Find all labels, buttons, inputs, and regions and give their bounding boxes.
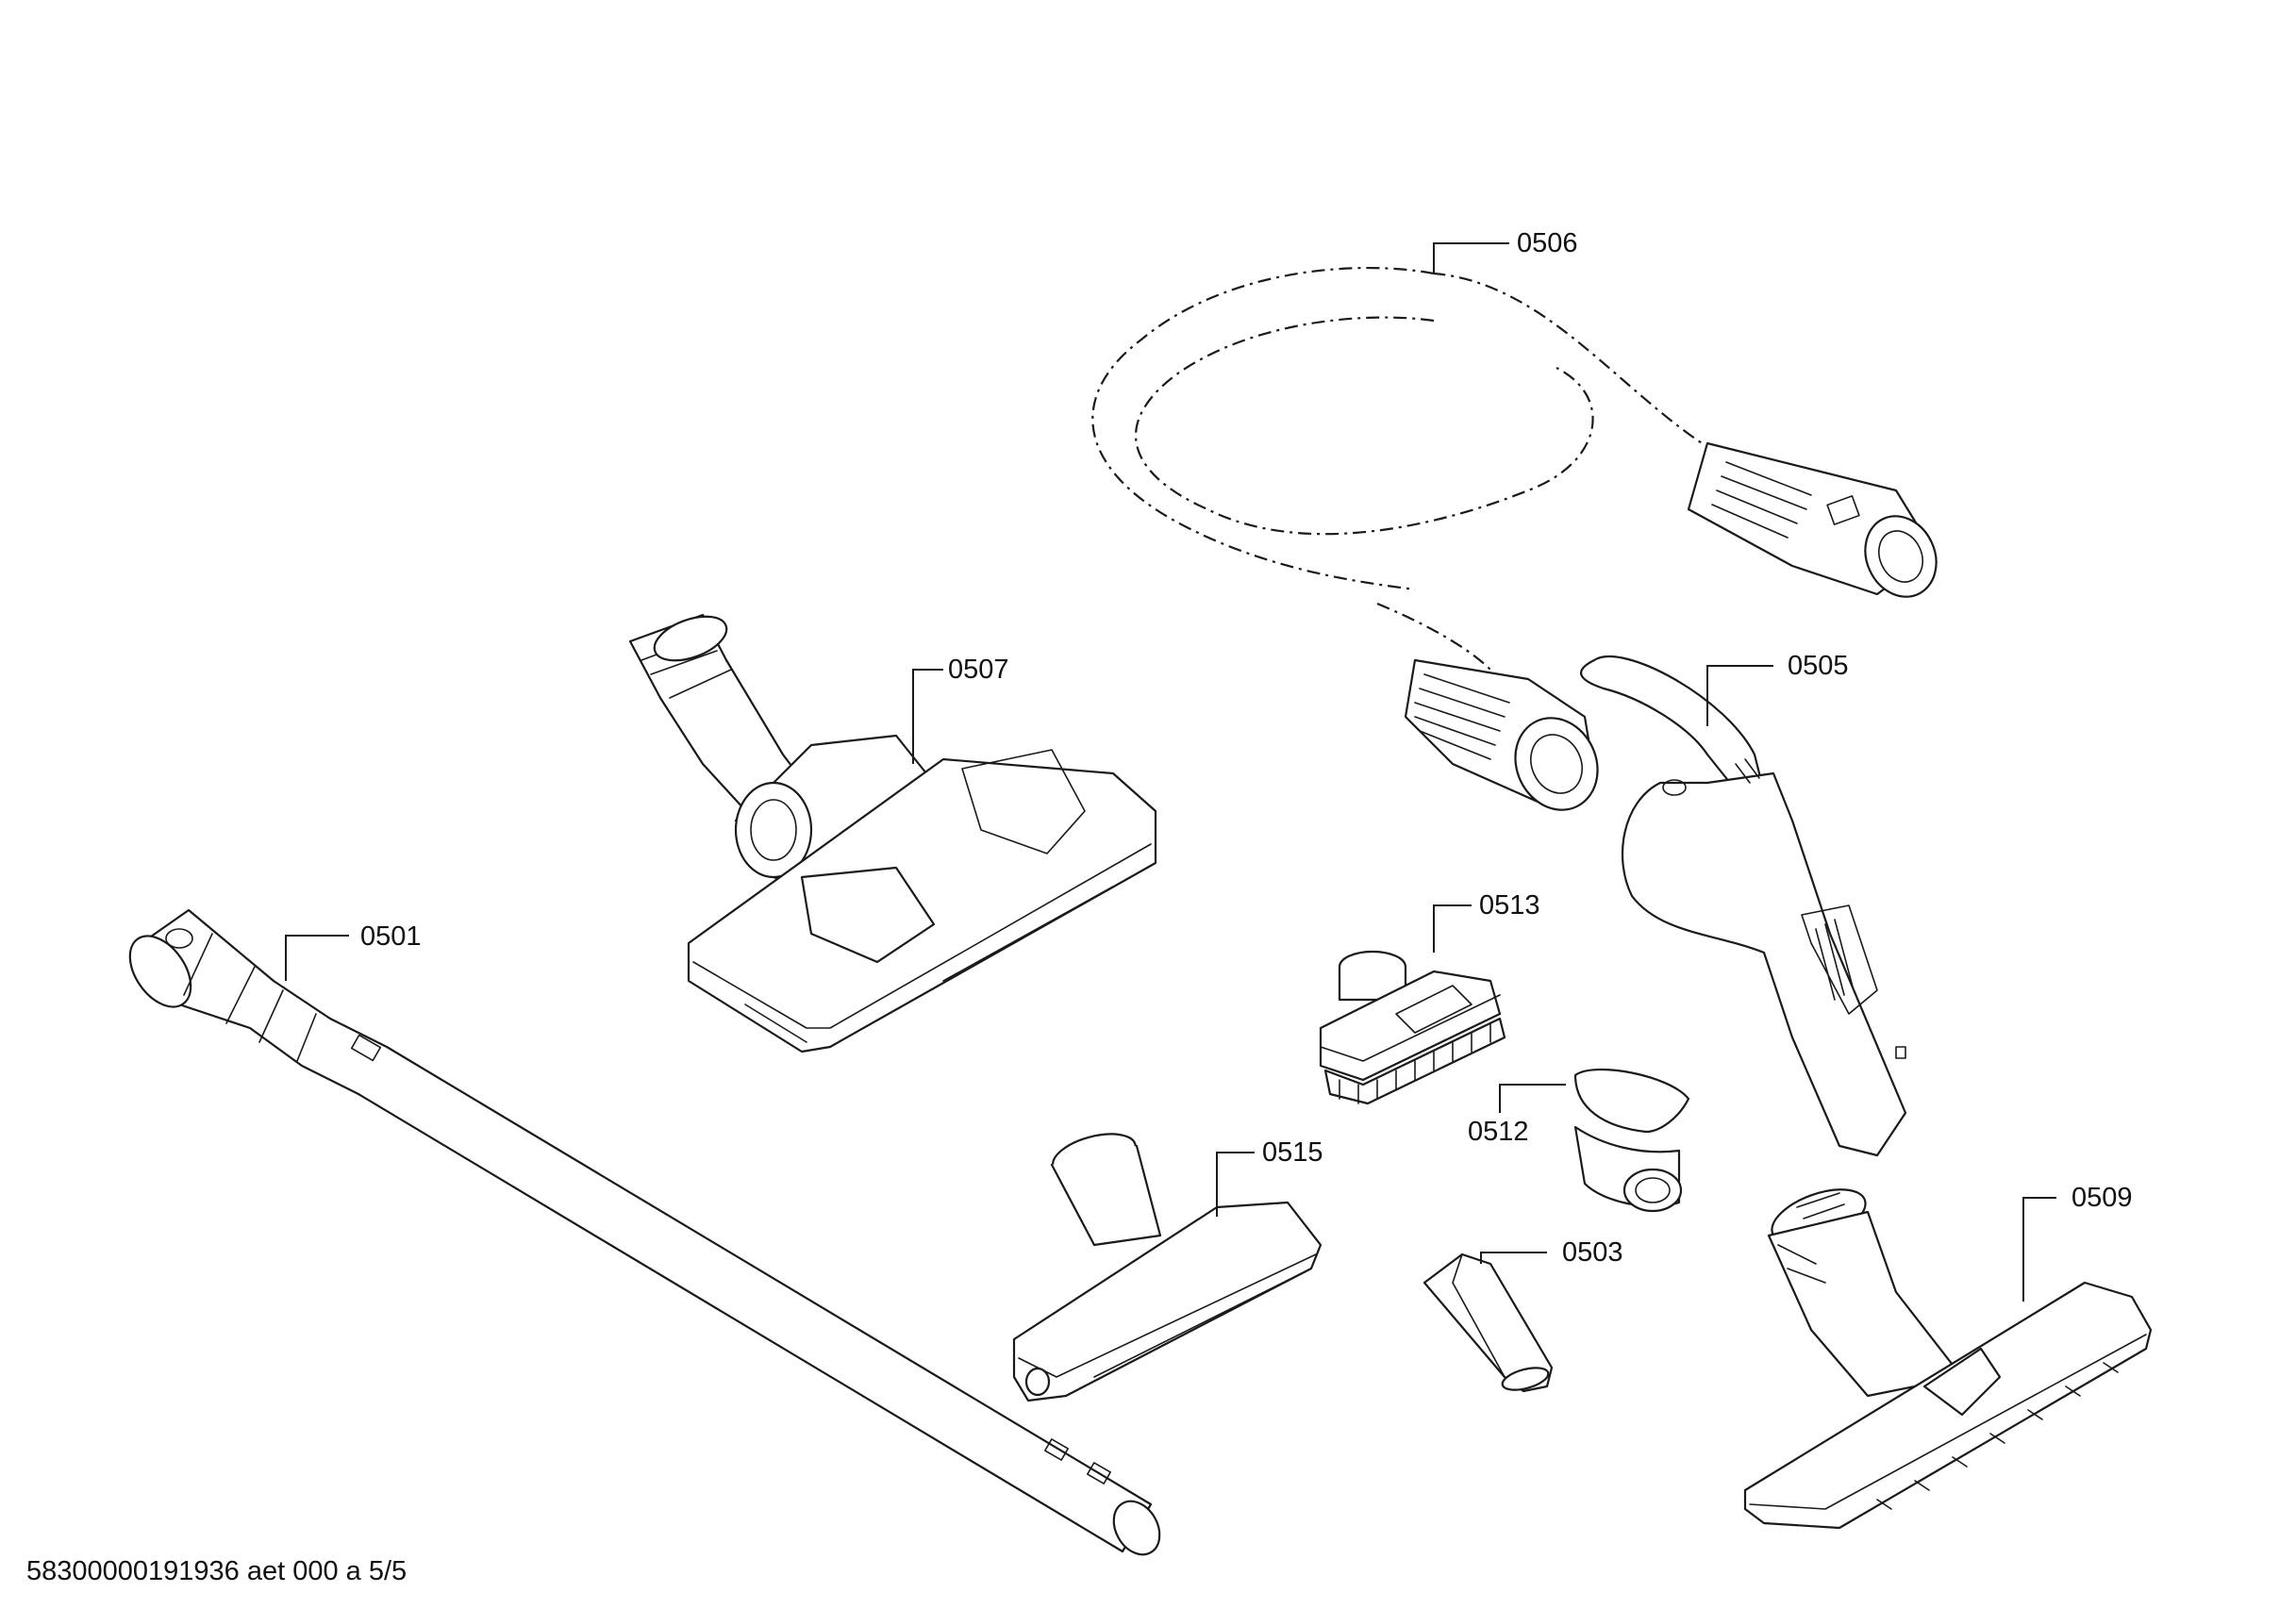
leader-lines xyxy=(285,242,2056,1302)
leader-0507 xyxy=(912,669,943,764)
callout-0513: 0513 xyxy=(1479,890,1540,921)
upholstery-nozzle-icon xyxy=(1012,1133,1323,1402)
leader-0505 xyxy=(1706,665,1773,726)
leader-0509 xyxy=(2022,1197,2056,1302)
accessory-clip-icon xyxy=(1573,1068,1690,1213)
document-code: 58300000191936 aet 000 a 5/5 xyxy=(26,1556,408,1586)
callout-0515: 0515 xyxy=(1262,1137,1323,1168)
hose-handle-icon xyxy=(1580,655,1907,1157)
leader-0512 xyxy=(1499,1084,1566,1113)
callout-0512: 0512 xyxy=(1468,1117,1529,1147)
suction-hose-icon xyxy=(1091,266,1938,811)
leader-0503 xyxy=(1480,1252,1547,1264)
leader-0513 xyxy=(1433,904,1472,953)
parquet-nozzle-icon xyxy=(1743,1188,2153,1530)
floor-nozzle-icon xyxy=(628,613,1157,1053)
leader-0501 xyxy=(285,935,349,981)
callout-0509: 0509 xyxy=(2071,1183,2133,1213)
telescopic-tube-icon xyxy=(128,908,1161,1556)
leader-0515 xyxy=(1216,1152,1255,1217)
callout-0506: 0506 xyxy=(1517,228,1578,258)
callout-0501: 0501 xyxy=(360,921,422,952)
callout-0507: 0507 xyxy=(948,655,1009,685)
leader-0506 xyxy=(1433,242,1509,274)
callout-0505: 0505 xyxy=(1788,651,1849,681)
upholstery-brush-icon xyxy=(1319,950,1506,1105)
crevice-nozzle-icon xyxy=(1423,1252,1554,1393)
callout-0503: 0503 xyxy=(1562,1237,1623,1268)
